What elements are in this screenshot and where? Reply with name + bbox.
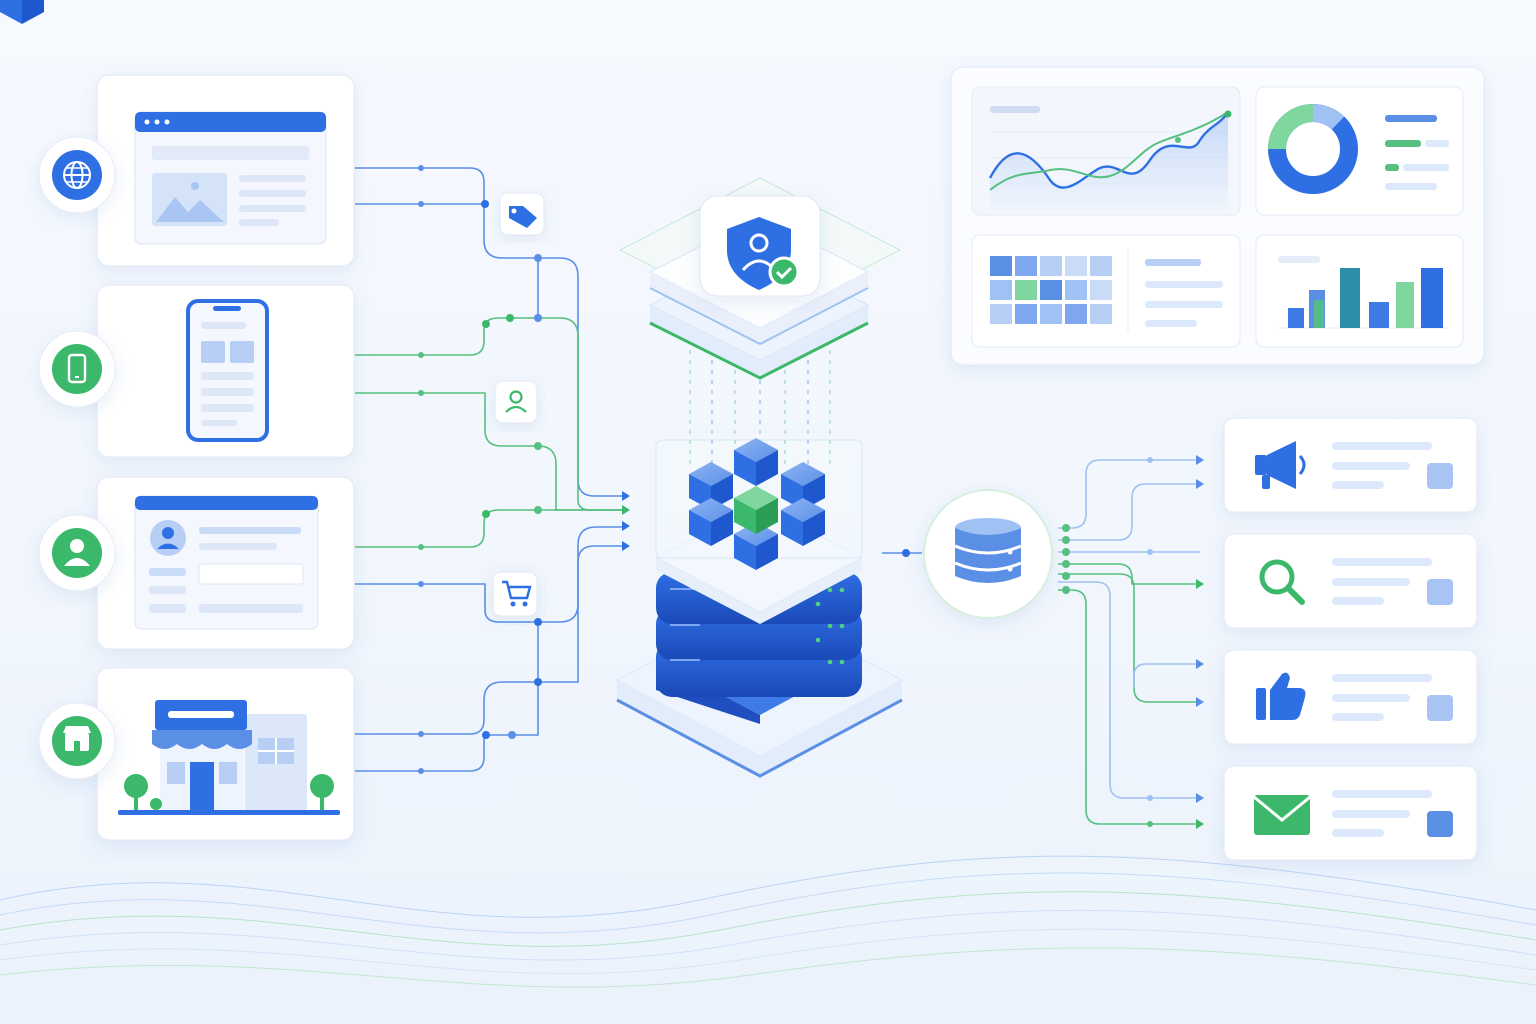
bar-chart-widget [1255,234,1464,348]
source-card-mobile[interactable] [96,284,355,458]
globe-icon [38,136,116,214]
analytics-dashboard[interactable] [950,66,1485,366]
profile-form-preview [134,495,319,630]
output-card-search[interactable] [1223,533,1478,629]
source-connector-lines [355,167,624,772]
user-icon [38,514,116,592]
database-icon [923,489,1053,619]
shop-building-preview [118,700,340,815]
tag-icon [499,192,545,236]
phone-screen-preview [186,299,269,442]
line-chart-widget [971,86,1241,216]
heatmap-grid-widget [971,234,1241,348]
data-cubes-icon [0,0,825,570]
source-card-web[interactable] [96,74,355,267]
storefront-icon [38,702,116,780]
source-card-profile[interactable] [96,476,355,650]
security-shield-icon [699,195,821,297]
arrow-heads [622,491,630,551]
source-card-store[interactable] [96,667,355,841]
thumbs-up-icon [1256,672,1306,720]
output-connector-lines [1058,459,1200,825]
donut-chart-widget [1255,86,1464,216]
magnifier-icon [1259,559,1305,605]
shopping-cart-icon [492,571,538,617]
megaphone-icon [1255,441,1306,489]
output-card-social[interactable] [1223,649,1478,745]
output-arrow-heads [1196,455,1204,829]
smartphone-icon [38,330,116,408]
background-waves [0,855,1536,988]
connector-dots [418,165,542,774]
output-card-email[interactable] [1223,765,1478,861]
stack-to-hub-link [882,549,922,557]
output-card-marketing[interactable] [1223,417,1478,513]
output-dots [1062,457,1153,827]
envelope-icon [1253,795,1311,835]
browser-window-preview [134,111,327,245]
user-check-icon [494,380,538,424]
